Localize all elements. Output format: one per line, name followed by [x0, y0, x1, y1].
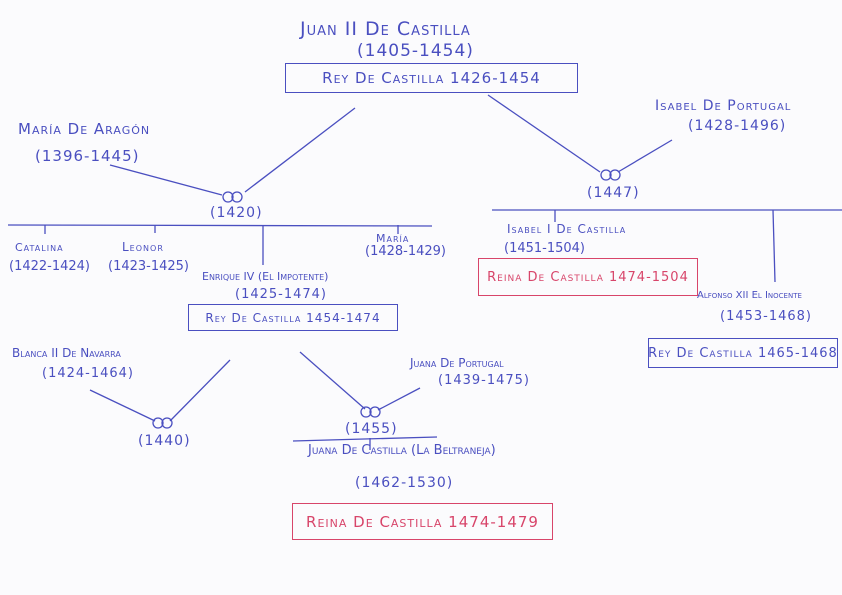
child-name: Alfonso XII El Inocente [697, 290, 802, 301]
enrique-spouse2-dates: (1439-1475) [438, 373, 531, 388]
spouse2-name: Isabel De Portugal [655, 98, 792, 114]
child-dates: (1428-1429) [365, 244, 447, 259]
connector [487, 94, 601, 173]
child-dates: (1451-1504) [504, 241, 586, 256]
connector [299, 351, 366, 410]
enrique-spouse2-name: Juana De Portugal [410, 356, 504, 370]
connector [772, 209, 776, 283]
reign-box: Rey De Castilla 1465-1468 [648, 338, 838, 368]
marriage-year: (1420) [210, 205, 263, 221]
child-name: Catalina [15, 241, 64, 254]
grandchild-name: Juana De Castilla (La Beltraneja) [308, 443, 496, 458]
child-dates: (1425-1474) [235, 287, 328, 302]
reign-box: Reina De Castilla 1474-1504 [478, 258, 698, 296]
connector [7, 224, 433, 227]
connector [377, 387, 421, 411]
enrique-spouse1-dates: (1424-1464) [42, 366, 135, 381]
child-dates: (1423-1425) [108, 259, 190, 274]
child-name: Isabel I De Castilla [507, 222, 627, 236]
spouse1-dates: (1396-1445) [35, 147, 140, 165]
child-name: María [376, 232, 410, 245]
marriage-year: (1455) [345, 421, 398, 437]
root-dates: (1405-1454) [357, 41, 474, 61]
marriage-year: (1440) [138, 433, 191, 449]
connector [292, 436, 438, 442]
root-name: Juan II De Castilla [300, 18, 471, 40]
connector [169, 359, 231, 422]
marriage-year: (1447) [587, 185, 640, 201]
connector [89, 389, 156, 422]
child-name: Enrique IV (El Impotente) [202, 270, 329, 283]
grandchild-dates: (1462-1530) [355, 475, 454, 491]
spouse2-dates: (1428-1496) [688, 118, 787, 134]
marriage-rings-icon [152, 417, 173, 429]
connector [617, 139, 673, 173]
marriage-rings-icon [600, 169, 621, 181]
connector [109, 164, 223, 196]
reign-box: Rey De Castilla 1454-1474 [188, 304, 398, 331]
enrique-spouse1-name: Blanca II De Navarra [12, 346, 121, 360]
root-reign-box: Rey De Castilla 1426-1454 [285, 63, 578, 93]
marriage-rings-icon [222, 191, 243, 203]
child-name: Leonor [122, 240, 164, 254]
marriage-rings-icon [360, 406, 381, 418]
connector [244, 107, 356, 193]
reign-box: Reina De Castilla 1474-1479 [292, 503, 553, 540]
child-dates: (1453-1468) [720, 309, 813, 324]
child-dates: (1422-1424) [9, 259, 91, 274]
spouse1-name: María De Aragón [18, 120, 151, 138]
